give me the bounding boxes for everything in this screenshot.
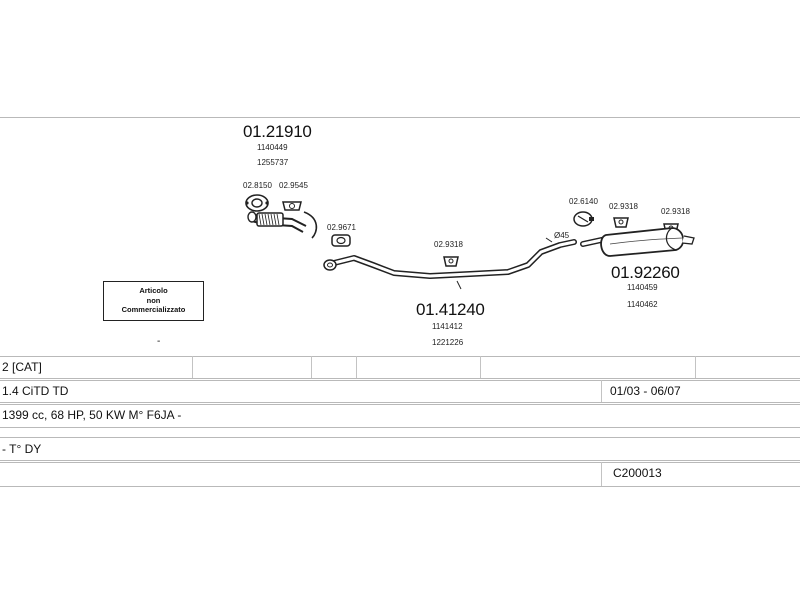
front-pipe-code[interactable]: 01.21910 [243,122,312,141]
top-border [0,117,800,118]
rear-silencer-drawing[interactable] [580,227,695,257]
gasket-mid-drawing[interactable] [331,234,351,247]
gasket-front-code[interactable]: 02.8150 [243,181,272,190]
table-divider-2 [311,356,312,378]
notice-line-1: Articolo [139,286,168,295]
table-divider-7 [601,462,602,486]
middle-pipe-drawing[interactable] [323,239,577,290]
table-line-6 [0,460,800,461]
hanger-mid-code[interactable]: 02.9318 [434,240,463,249]
table-divider-4 [480,356,481,378]
catalog-code-cell[interactable]: C200013 [613,466,662,480]
table-line-7 [0,486,800,487]
engine-cell: 1.4 CiTD TD [2,384,69,398]
model-cell: 2 [CAT] [2,360,42,374]
rear-silencer-code[interactable]: 01.92260 [611,263,680,282]
period-cell: 01/03 - 06/07 [610,384,681,398]
hanger-front-drawing[interactable] [282,201,302,211]
hanger-rear-1-drawing[interactable] [613,217,629,228]
diameter-label: Ø45 [554,231,570,240]
gasket-front-drawing[interactable] [245,194,269,212]
middle-pipe-ref-1: 1141412 [432,322,463,331]
gasket-mid-code[interactable]: 02.9671 [327,223,356,232]
table-line-5 [0,437,800,438]
table-divider-3 [356,356,357,378]
table-line-3 [0,402,800,403]
specs-cell: 1399 cc, 68 HP, 50 KW M° F6JA - [2,408,182,422]
table-line-4 [0,427,800,428]
table-divider-6 [601,380,602,402]
body-cell: - T° DY [2,442,42,456]
table-line-2 [0,378,800,379]
hanger-rear-1-code[interactable]: 02.9318 [609,202,638,211]
clamp-rear-code[interactable]: 02.6140 [569,197,598,206]
table-line-1 [0,356,800,357]
hanger-rear-2-code[interactable]: 02.9318 [661,207,690,216]
table-line-6b [0,462,800,463]
rear-silencer-ref-2: 1140462 [627,300,658,309]
rear-silencer-ref-1: 1140459 [627,283,658,292]
table-line-3b [0,404,800,405]
notice-dash: - [157,336,161,347]
not-commercialized-box: Articolo non Commercializzato [103,281,204,321]
middle-pipe-code[interactable]: 01.41240 [416,300,485,319]
table-divider-1 [192,356,193,378]
hanger-mid-drawing[interactable] [443,256,459,267]
front-pipe-drawing[interactable] [247,211,318,239]
notice-line-3: Commercializzato [121,305,186,314]
notice-line-2: non [146,295,161,305]
table-line-2b [0,380,800,381]
table-divider-5 [695,356,696,378]
hanger-front-code[interactable]: 02.9545 [279,181,308,190]
front-pipe-ref-2: 1255737 [257,158,289,167]
front-pipe-ref-1: 1140449 [257,143,288,152]
clamp-rear-drawing[interactable] [573,211,594,227]
middle-pipe-ref-2: 1221226 [432,338,464,347]
